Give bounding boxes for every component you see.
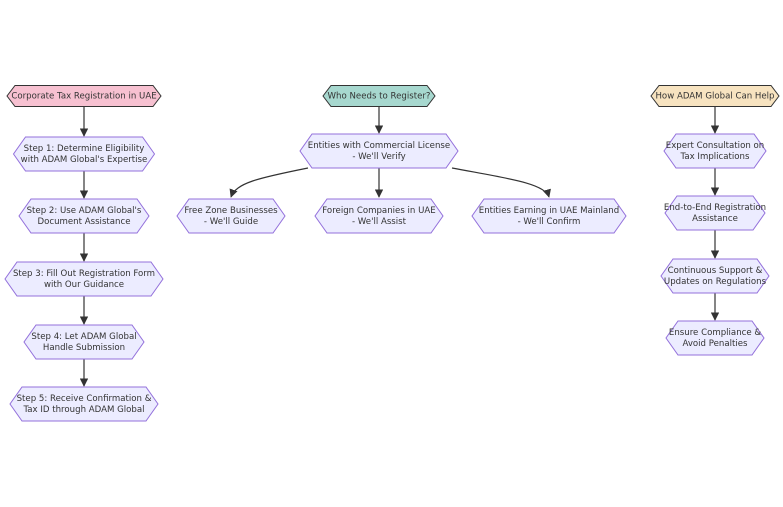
registration-step-1-label-line-1: Step 1: Determine Eligibility xyxy=(24,144,145,154)
who-child-2-label-line-1: Foreign Companies in UAE xyxy=(322,206,435,216)
registration-step-2-shape xyxy=(18,198,150,234)
help-step-1-label-line-1: Expert Consultation on xyxy=(666,141,764,151)
nodes-layer: Corporate Tax Registration in UAE Step 1:… xyxy=(4,85,780,422)
help-step-2-label-line-2: Assistance xyxy=(692,214,738,224)
who-root-commercial-license-shape xyxy=(299,133,459,169)
help-step-4-shape xyxy=(665,320,765,356)
registration-step-2-label-line-1: Step 2: Use ADAM Global's xyxy=(27,206,142,216)
who-child-1: Free Zone Businesses- We'll Guide xyxy=(176,198,286,234)
registration-step-4-shape xyxy=(23,324,145,360)
header-corporate-tax-registration: Corporate Tax Registration in UAE xyxy=(6,85,162,107)
who-child-2: Foreign Companies in UAE- We'll Assist xyxy=(314,198,444,234)
who-child-2-label-line-2: - We'll Assist xyxy=(352,217,407,227)
who-child-3-shape xyxy=(471,198,627,234)
help-step-2-shape xyxy=(664,195,766,231)
help-step-4: Ensure Compliance &Avoid Penalties xyxy=(665,320,765,356)
help-step-4-label-line-2: Avoid Penalties xyxy=(682,339,748,349)
who-child-1-shape xyxy=(176,198,286,234)
registration-step-3-shape xyxy=(4,261,164,297)
registration-step-3-label-line-2: with Our Guidance xyxy=(44,280,124,290)
who-child-3: Entities Earning in UAE Mainland- We'll … xyxy=(471,198,627,234)
who-child-3-label-line-2: - We'll Confirm xyxy=(518,217,581,227)
registration-step-4-label-line-2: Handle Submission xyxy=(43,343,125,353)
edges-layer xyxy=(79,107,720,387)
registration-step-3-label-line-1: Step 3: Fill Out Registration Form xyxy=(13,269,155,279)
header-who-needs-to-register-shape xyxy=(322,85,436,107)
registration-step-5-shape xyxy=(9,386,159,422)
help-step-2-label-line-1: End-to-End Registration xyxy=(664,203,766,213)
who-child-1-label-line-1: Free Zone Businesses xyxy=(184,206,278,216)
who-child-2-shape xyxy=(314,198,444,234)
help-step-1-label-line-2: Tax Implications xyxy=(680,152,750,162)
help-step-3: Continuous Support &Updates on Regulatio… xyxy=(660,258,770,294)
who-root-commercial-license-label-line-2: - We'll Verify xyxy=(352,152,405,162)
who-child-1-label-line-2: - We'll Guide xyxy=(204,217,258,227)
help-step-4-label-line-1: Ensure Compliance & xyxy=(669,328,761,338)
registration-step-1-shape xyxy=(12,136,156,172)
who-child-3-label-line-1: Entities Earning in UAE Mainland xyxy=(479,206,619,216)
registration-step-1-label-line-2: with ADAM Global's Expertise xyxy=(21,155,148,165)
registration-step-4-label-line-1: Step 4: Let ADAM Global xyxy=(31,332,136,342)
help-step-3-label-line-1: Continuous Support & xyxy=(668,266,763,276)
edge-who-root-to-mainland xyxy=(451,167,551,198)
header-how-adam-global-can-help: How ADAM Global Can Help xyxy=(650,85,780,107)
who-root-commercial-license-label-line-1: Entities with Commercial License xyxy=(308,141,450,151)
header-who-needs-to-register: Who Needs to Register? xyxy=(322,85,436,107)
header-corporate-tax-registration-label-line-1: Corporate Tax Registration in UAE xyxy=(11,92,156,102)
who-root-commercial-license: Entities with Commercial License- We'll … xyxy=(299,133,459,169)
registration-step-5: Step 5: Receive Confirmation &Tax ID thr… xyxy=(9,386,159,422)
header-who-needs-to-register-label-line-1: Who Needs to Register? xyxy=(328,92,431,102)
header-how-adam-global-can-help-shape xyxy=(650,85,780,107)
help-step-3-shape xyxy=(660,258,770,294)
registration-step-5-label-line-2: Tax ID through ADAM Global xyxy=(22,405,144,415)
header-how-adam-global-can-help-label-line-1: How ADAM Global Can Help xyxy=(655,92,774,102)
help-step-1-shape xyxy=(663,133,767,169)
registration-step-5-label-line-1: Step 5: Receive Confirmation & xyxy=(17,394,152,404)
header-corporate-tax-registration-shape xyxy=(6,85,162,107)
registration-step-2-label-line-2: Document Assistance xyxy=(37,217,130,227)
help-step-3-label-line-2: Updates on Regulations xyxy=(664,277,767,287)
edge-who-root-to-free-zone xyxy=(229,167,309,198)
